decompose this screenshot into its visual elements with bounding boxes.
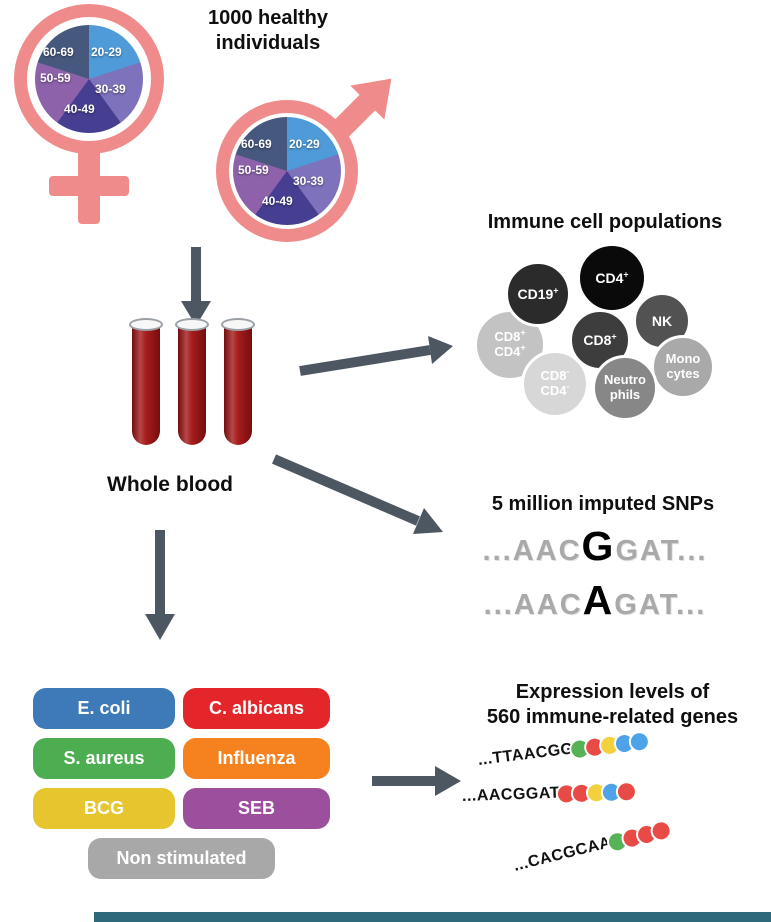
stimulus-non-stimulated: Non stimulated: [88, 838, 275, 879]
female-symbol-crossbar: [49, 176, 129, 196]
female-age-pie-chart: 20-29 30-39 40-49 50-59 60-69: [33, 23, 145, 135]
whole-blood-label: Whole blood: [107, 473, 233, 496]
cell-label: CD8: [494, 329, 521, 345]
arrow-stimuli-to-expression-icon: [372, 766, 461, 796]
snp-seq-prefix: ...AAC: [483, 589, 583, 621]
blood-tube-cap: [175, 318, 209, 331]
pie-label-60-69: 60-69: [43, 45, 74, 59]
male-symbol: 20-29 30-39 40-49 50-59 60-69: [216, 78, 392, 242]
blood-tube-cap: [129, 318, 163, 331]
male-symbol-ring: 20-29 30-39 40-49 50-59 60-69: [216, 100, 358, 242]
immune-cell-cluster: CD8+ CD4+ CD19+ NK CD4+ CD8+ Mono cytes …: [468, 243, 768, 433]
pie-label-40-49: 40-49: [64, 102, 95, 116]
cell-label: cytes: [666, 366, 700, 381]
stimulus-label: C. albicans: [208, 698, 305, 718]
snp-seq-suffix: GAT...: [614, 589, 707, 621]
stimulus-seb: SEB: [183, 788, 330, 829]
blood-tube: [220, 318, 256, 448]
blood-tube-body: [178, 325, 206, 445]
expression-dot: [617, 782, 636, 801]
cell-label: Neutro: [604, 372, 646, 388]
cell-label: CD8: [540, 368, 567, 384]
arrow-blood-to-immune-cells-icon: [299, 336, 453, 376]
stimulus-c-albicans: C. albicans: [183, 688, 330, 729]
snp-variant-allele: G: [581, 523, 616, 569]
cell-label: phils: [609, 387, 641, 402]
blood-tube-body: [132, 325, 160, 445]
pie-label-50-59: 50-59: [40, 71, 71, 85]
snp-sequences: ...AACGGAT... ...AACAGAT...: [425, 524, 765, 632]
cell-label: CD8: [583, 332, 612, 348]
female-symbol-ring: 20-29 30-39 40-49 50-59 60-69: [14, 4, 164, 154]
arrow-individuals-to-blood-icon: [181, 247, 211, 326]
stimulus-s-aureus: S. aureus: [33, 738, 175, 779]
cell-label: Mono: [665, 351, 701, 367]
gene-expression-row: ...AACGGAT: [462, 782, 636, 806]
arrow-blood-to-snps-icon: [272, 454, 443, 534]
stimulus-influenza: Influenza: [183, 738, 330, 779]
blood-tube-body: [224, 325, 252, 445]
expression-title: Expression levels of 560 immune-related …: [460, 680, 765, 730]
stimulus-label: E. coli: [77, 698, 131, 718]
immune-cell-neutrophils: Neutro phils: [592, 355, 658, 421]
pie-label-60-69: 60-69: [241, 137, 272, 151]
gene-sequence: ...CACGCAA: [511, 834, 614, 875]
pie-label-30-39: 30-39: [293, 174, 324, 188]
immune-cell-cd19: CD19+: [505, 261, 571, 327]
bottom-bar: [94, 912, 771, 922]
snp-sequence-1: ...AACGGAT...: [425, 524, 765, 578]
pie-label-40-49: 40-49: [262, 194, 293, 208]
stimulus-label: S. aureus: [63, 748, 145, 768]
snp-seq-suffix: GAT...: [615, 535, 708, 567]
stimulus-label: BCG: [84, 798, 124, 818]
pie-label-50-59: 50-59: [238, 163, 269, 177]
cell-label: NK: [651, 313, 673, 329]
snps-title: 5 million imputed SNPs: [491, 493, 715, 515]
immune-cell-cd8neg-cd4neg: CD8- CD4-: [521, 350, 589, 418]
immune-cell-cd4: CD4+: [577, 243, 647, 313]
stimulus-bcg: BCG: [33, 788, 175, 829]
snp-sequence-2: ...AACAGAT...: [425, 578, 765, 632]
cell-label: CD4: [540, 383, 567, 398]
study-title: 1000 healthy individuals: [207, 7, 329, 54]
stimulus-label: Non stimulated: [116, 848, 247, 868]
immune-populations-title: Immune cell populations: [487, 211, 723, 233]
gene-expression-row: ...CACGCAA: [512, 820, 672, 876]
expression-title-line1: Expression levels of: [515, 681, 710, 703]
snp-seq-prefix: ...AAC: [482, 535, 582, 567]
blood-tube: [128, 318, 164, 448]
stimulus-label: Influenza: [217, 748, 296, 768]
expression-dot: [630, 731, 650, 751]
blood-tubes: [128, 318, 256, 448]
immune-cell-monocytes: Mono cytes: [651, 335, 715, 399]
pie-label-20-29: 20-29: [91, 45, 122, 59]
cell-label: CD4: [494, 344, 521, 359]
stimulus-e-coli: E. coli: [33, 688, 175, 729]
gene-sequence: ...TTAACGG: [476, 740, 575, 769]
snp-variant-allele: A: [582, 577, 615, 623]
blood-tube-cap: [221, 318, 255, 331]
gene-sequence: ...AACGGAT: [461, 784, 561, 805]
pie-label-30-39: 30-39: [95, 82, 126, 96]
stimulus-label: SEB: [237, 798, 275, 818]
gene-expression-row: ...TTAACGG: [476, 731, 650, 770]
cell-label: CD4: [595, 270, 624, 286]
blood-tube: [174, 318, 210, 448]
expression-title-line2: 560 immune-related genes: [486, 706, 739, 728]
male-age-pie-chart: 20-29 30-39 40-49 50-59 60-69: [231, 115, 343, 227]
female-symbol: 20-29 30-39 40-49 50-59 60-69: [14, 4, 164, 230]
arrow-blood-to-stimuli-icon: [145, 530, 175, 640]
pie-label-20-29: 20-29: [289, 137, 320, 151]
cell-label: CD19: [517, 286, 554, 302]
